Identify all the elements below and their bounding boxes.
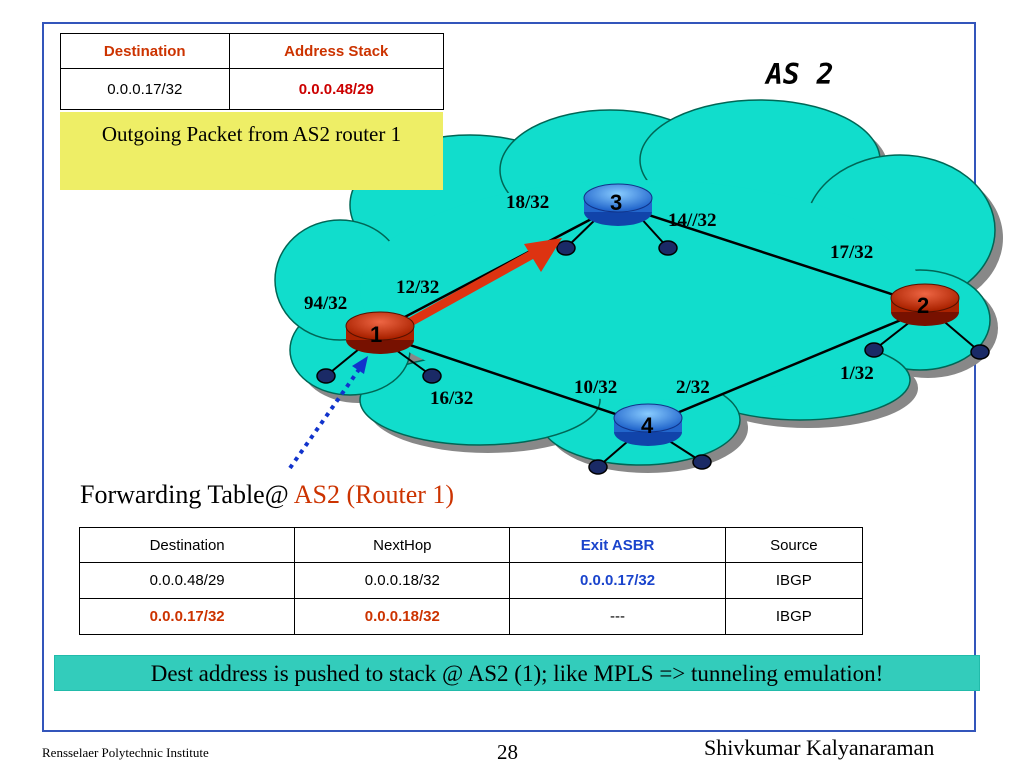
packet-arrow: [402, 238, 562, 329]
outgoing-packet-note: Outgoing Packet from AS2 router 1: [60, 112, 443, 190]
router-1: 1: [345, 311, 415, 354]
label-94-32: 94/32: [304, 293, 347, 314]
router-1-number: 1: [370, 322, 382, 347]
stack-header-destination: Destination: [60, 33, 230, 69]
label-2-32: 2/32: [676, 377, 710, 398]
fwd-header-source: Source: [724, 527, 864, 563]
stack-cell-destination: 0.0.0.17/32: [60, 68, 230, 110]
link-4-2: [647, 308, 926, 427]
dotted-pointer-arrow: [288, 356, 368, 470]
router-3-number: 3: [610, 190, 622, 215]
footer-institute: Rensselaer Polytechnic Institute: [42, 745, 209, 760]
router-2-number: 2: [917, 293, 929, 318]
fwd-header-exit-asbr: Exit ASBR: [509, 527, 726, 563]
table-row: 0.0.0.17/32 0.0.0.48/29: [60, 68, 445, 110]
as-label: AS 2: [766, 58, 834, 91]
host-icon: [556, 240, 576, 256]
slide-frame: [42, 22, 976, 732]
fwd-cell: IBGP: [724, 598, 864, 635]
forwarding-table-title: Forwarding Table@ AS2 (Router 1): [80, 480, 454, 510]
footer-author: Shivkumar Kalyanaraman: [704, 735, 935, 760]
footer-page-number: 28: [497, 740, 518, 764]
host-icon: [588, 459, 608, 475]
host-icon: [658, 240, 678, 256]
label-10-32: 10/32: [574, 377, 617, 398]
fwd-cell: 0.0.0.18/32: [294, 562, 511, 599]
link-3-2: [617, 203, 926, 307]
fwd-cell: 0.0.0.17/32: [509, 562, 726, 599]
label-1-32: 1/32: [840, 363, 874, 384]
forwarding-table: Destination NextHop Exit ASBR Source 0.0…: [78, 527, 864, 635]
fwd-cell: 0.0.0.17/32: [78, 598, 296, 635]
fwd-header-nexthop: NextHop: [294, 527, 511, 563]
link-1-3: [379, 203, 619, 332]
forwarding-title-text: Forwarding Table@: [80, 480, 294, 509]
fwd-cell: IBGP: [724, 562, 864, 599]
host-icon: [316, 368, 336, 384]
stack-cell-address: 0.0.0.48/29: [228, 68, 445, 110]
forwarding-title-accent: AS2 (Router 1): [293, 480, 455, 509]
fwd-header-destination: Destination: [78, 527, 296, 563]
host-icon: [692, 454, 712, 470]
router-3: 3: [583, 183, 653, 226]
link-1-4: [379, 333, 649, 427]
hosts: [316, 240, 990, 475]
table-row: 0.0.0.17/32 0.0.0.18/32 --- IBGP: [78, 598, 864, 635]
router-2: 2: [890, 283, 960, 326]
host-icon: [422, 368, 442, 384]
table-row: 0.0.0.48/29 0.0.0.18/32 0.0.0.17/32 IBGP: [78, 562, 864, 599]
label-12-32: 12/32: [396, 277, 439, 298]
fwd-cell: ---: [509, 598, 726, 635]
label-16-32: 16/32: [430, 388, 473, 409]
label-14-32: 14//32: [668, 210, 717, 231]
host-icon: [970, 344, 990, 360]
cloud-core: [360, 180, 920, 400]
links: [379, 203, 926, 427]
address-stack-table: Destination Address Stack 0.0.0.17/32 0.…: [60, 33, 445, 110]
bottom-note: Dest address is pushed to stack @ AS2 (1…: [54, 655, 980, 691]
router-4: 4: [613, 403, 683, 446]
host-icon: [864, 342, 884, 358]
stack-header-address-stack: Address Stack: [228, 33, 445, 69]
label-18-32: 18/32: [506, 192, 549, 213]
fwd-cell: 0.0.0.48/29: [78, 562, 296, 599]
fwd-cell: 0.0.0.18/32: [294, 598, 511, 635]
label-17-32: 17/32: [830, 242, 873, 263]
router-4-number: 4: [641, 413, 654, 438]
